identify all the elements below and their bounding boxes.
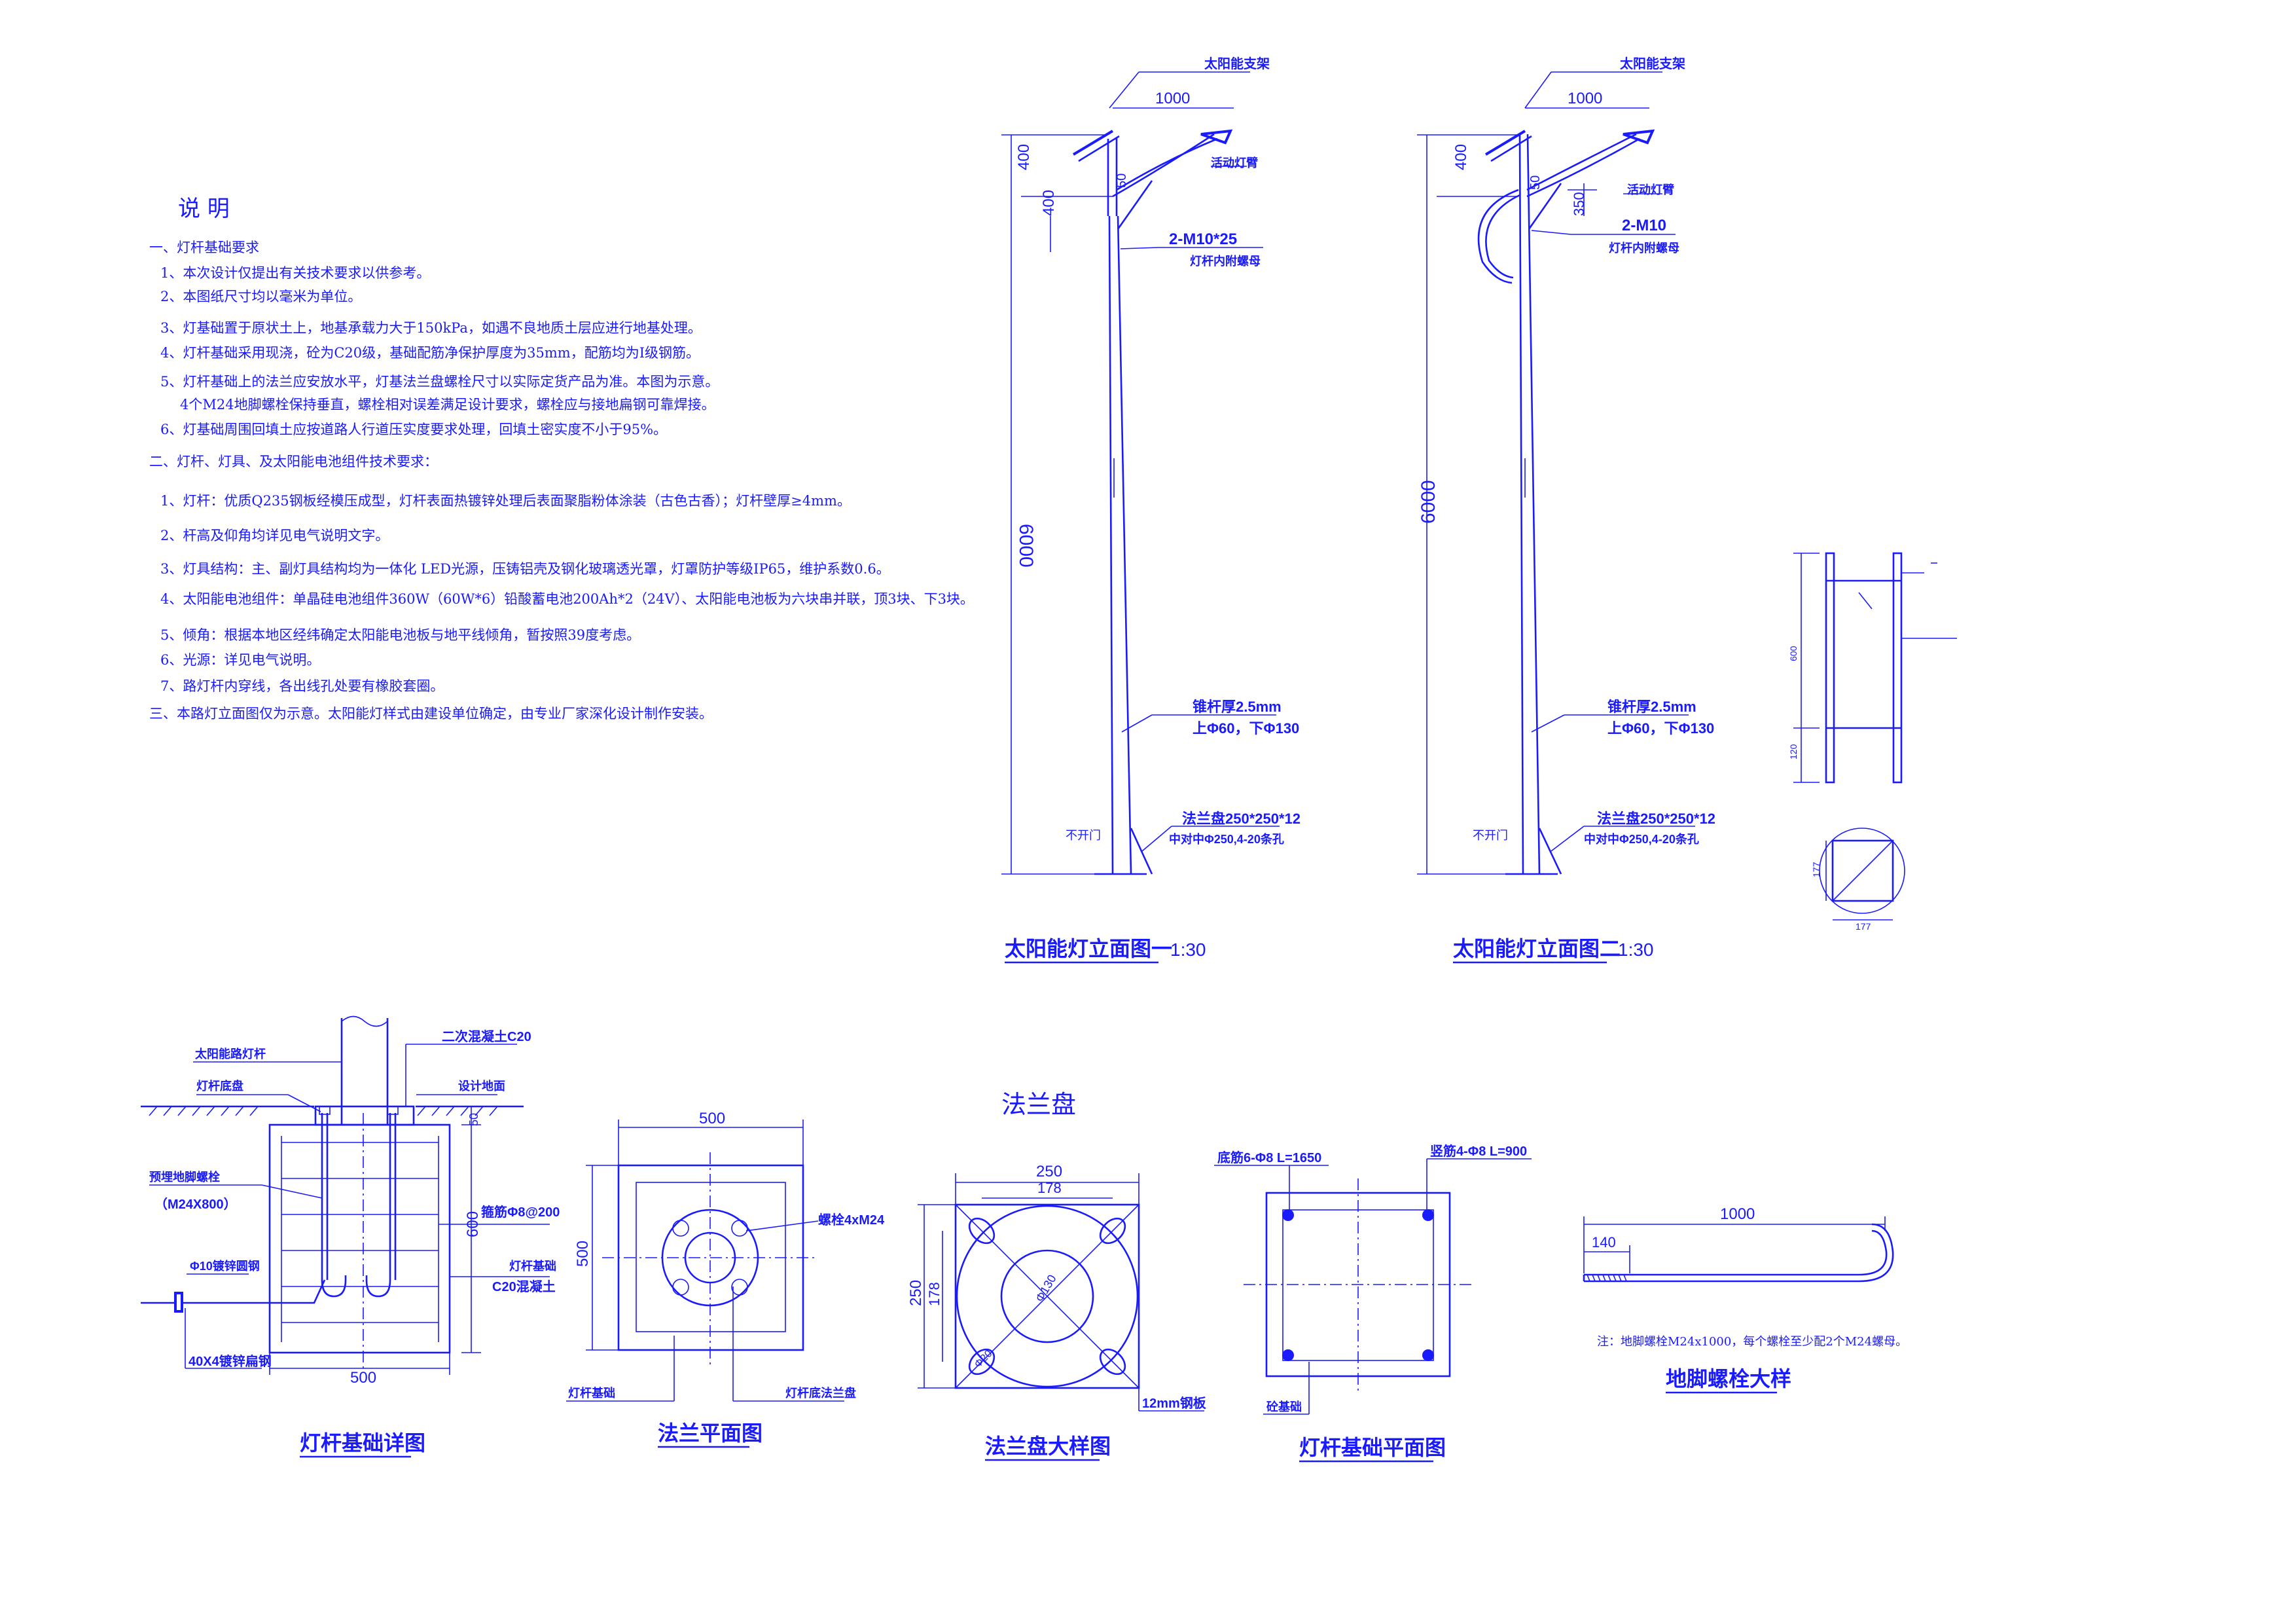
- e1-wall-sub: 上Φ60，下Φ130: [1193, 720, 1299, 737]
- fd-pole-label: 太阳能路灯杆: [195, 1047, 266, 1061]
- fdt-dim-v178: 178: [926, 1282, 942, 1306]
- fd-dim-w: 500: [350, 1369, 376, 1387]
- e2-flange-sub: 中对中Φ250,4-20条孔: [1584, 832, 1699, 846]
- e2-dim-height: 6000: [1418, 480, 1439, 524]
- e2-scale: 1:30: [1618, 939, 1654, 960]
- notes-block: 说 明 一、灯杆基础要求 1、本次设计仅提出有关技术要求以供参考。 2、本图纸尺寸均…: [149, 196, 974, 721]
- e1-scale: 1:30: [1170, 939, 1206, 960]
- e2-flange-label: 法兰盘250*250*12: [1597, 811, 1715, 827]
- notes-line: 4、太阳能电池组件：单晶硅电池组件360W（60W*6）铅酸蓄电池200Ah*2…: [160, 591, 974, 607]
- flange-detail: 250 178 250 178 Φ130 Φ20 12mm钢板 法兰盘大样图: [907, 1163, 1207, 1461]
- fpl-found-label: 砼基础: [1266, 1400, 1302, 1413]
- e1-bolt-sub: 灯杆内附螺母: [1190, 254, 1261, 268]
- e1-lamp-label: 活动灯臂: [1211, 156, 1258, 170]
- e2-dim-small: 50: [1528, 175, 1543, 190]
- fd-found-label: 灯杆基础: [509, 1259, 556, 1273]
- e2-title: 太阳能灯立面图二: [1453, 936, 1621, 961]
- flange-heading: 法兰盘: [1001, 1091, 1076, 1119]
- notes-line: 5、倾角：根据本地区经纬确定太阳能电池板与地平线倾角，暂按照39度考虑。: [160, 627, 640, 643]
- fpl-rebar2: 竖筋4-Φ8 L=900: [1430, 1143, 1527, 1159]
- elevation-1: 400 400 6000 太阳能支架 1000 50 活动灯臂 2-M: [1001, 56, 1300, 964]
- e1-panel-label: 太阳能支架: [1204, 56, 1270, 71]
- fd-bolt-label: 预埋地脚螺栓: [149, 1170, 220, 1184]
- fd-title: 灯杆基础详图: [300, 1431, 425, 1455]
- e1-dim-height: 6000: [1015, 524, 1037, 568]
- fdt-dim-v250: 250: [907, 1280, 925, 1306]
- cage-dim-w: 177: [1811, 862, 1821, 877]
- cage-detail: 600 120 177 177: [1788, 552, 1957, 932]
- notes-line: 二、灯杆、灯具、及太阳能电池组件技术要求：: [149, 454, 438, 469]
- e2-dim-350: 350: [1571, 192, 1587, 216]
- fp-bolt-label: 螺栓4xM24: [818, 1212, 885, 1228]
- fp-flange-label: 灯杆底法兰盘: [785, 1386, 856, 1400]
- e2-lamp-label: 活动灯臂: [1627, 183, 1674, 196]
- notes-line: 2、杆高及仰角均详见电气说明文字。: [160, 528, 389, 543]
- e1-dim-top: 400: [1015, 144, 1033, 170]
- e2-wall-label: 锥杆厚2.5mm: [1607, 699, 1696, 715]
- fpl-rebar1: 底筋6-Φ8 L=1650: [1217, 1150, 1321, 1165]
- notes-line: 3、灯基础置于原状土上，地基承载力大于150kPa，如遇不良地质土层应进行地基处…: [160, 320, 702, 336]
- notes-line: 5、灯杆基础上的法兰应安放水平，灯基法兰盘螺栓尺寸以实际定货产品为准。本图为示意…: [160, 374, 719, 390]
- e2-bolt-sub: 灯杆内附螺母: [1609, 241, 1679, 255]
- e2-wall-sub: 上Φ60，下Φ130: [1607, 720, 1714, 737]
- ab-note: 注：地脚螺栓M24x1000，每个螺栓至少配2个M24螺母。: [1597, 1335, 1907, 1349]
- fdt-dim-178: 178: [1037, 1180, 1062, 1196]
- notes-line: 7、路灯杆内穿线，各出线孔处要有橡胶套圈。: [160, 678, 444, 694]
- fdt-plate: 12mm钢板: [1142, 1395, 1207, 1411]
- e1-dim-arm: 1000: [1155, 90, 1190, 107]
- fd-concrete2: 二次混凝土C20: [442, 1029, 531, 1044]
- e1-flange-sub: 中对中Φ250,4-20条孔: [1169, 832, 1284, 846]
- e1-flange-label: 法兰盘250*250*12: [1182, 811, 1300, 827]
- anchor-bolt-detail: 1000 140 注：地脚螺栓M24x1000，每个螺栓至少配2个M24螺母。 …: [1583, 1205, 1907, 1394]
- fd-dim-top: 50: [467, 1113, 480, 1126]
- notes-line: 3、灯具结构：主、副灯具结构均为一体化 LED光源，压铸铝壳及钢化玻璃透光罩，灯…: [160, 561, 890, 577]
- fp-dim-h: 500: [574, 1241, 592, 1267]
- e2-dim-top: 400: [1452, 144, 1470, 170]
- notes-line: 6、光源：详见电气说明。: [160, 652, 320, 668]
- notes-heading: 说 明: [178, 196, 230, 222]
- notes-line: 6、灯基础周围回填土应按道路人行道压实度要求处理，回填土密实度不小于95%。: [160, 422, 667, 437]
- notes-line: 三、本路灯立面图仅为示意。太阳能灯样式由建设单位确定，由专业厂家深化设计制作安装…: [149, 706, 713, 721]
- fd-stirrup: 箍筋Φ8@200: [481, 1204, 560, 1220]
- foundation-detail: 500 600 50 太阳能路灯杆 灯杆底盘 二次混凝土C20 设计地面 预埋地…: [141, 1015, 560, 1458]
- ab-dim-thread: 140: [1592, 1234, 1616, 1250]
- e2-door-label: 不开门: [1473, 829, 1508, 842]
- notes-line: 2、本图纸尺寸均以毫米为单位。: [160, 289, 361, 304]
- e1-bolt-label: 2-M10*25: [1169, 230, 1237, 248]
- e1-wall-label: 锥杆厚2.5mm: [1193, 699, 1282, 715]
- notes-line: 1、本次设计仅提出有关技术要求以供参考。: [160, 265, 430, 281]
- elevation-2: 400 6000 太阳能支架 1000 50 350 活动灯臂 2-M10: [1417, 56, 1715, 964]
- fd-ground-bar: Φ10镀锌圆钢: [190, 1259, 260, 1273]
- fd-ground: 设计地面: [458, 1079, 505, 1093]
- fd-found-sub: C20混凝土: [492, 1279, 556, 1294]
- fpl-title: 灯杆基础平面图: [1299, 1435, 1446, 1460]
- cage-dim-h: 600: [1788, 646, 1799, 661]
- fdt-title: 法兰盘大样图: [985, 1434, 1111, 1459]
- cage-dim-b: 120: [1788, 744, 1799, 759]
- notes-line: 4、灯杆基础采用现浇，砼为C20级，基础配筋净保护厚度为35mm，配筋均为Ⅰ级钢…: [160, 345, 700, 361]
- e1-door-label: 不开门: [1066, 829, 1101, 842]
- ab-title: 地脚螺栓大样: [1666, 1366, 1791, 1391]
- e1-dim-small: 50: [1115, 173, 1129, 188]
- notes-line: 一、灯杆基础要求: [149, 240, 259, 255]
- ab-dim-total: 1000: [1720, 1205, 1755, 1223]
- fd-bolt-sub: （M24X800）: [154, 1197, 237, 1212]
- fp-dim-w: 500: [699, 1110, 725, 1127]
- fd-flat-steel: 40X4镀锌扁钢: [188, 1353, 272, 1369]
- notes-line: 4个M24地脚螺栓保持垂直，螺栓相对误差满足设计要求，螺栓应与接地扁钢可靠焊接。: [180, 397, 715, 412]
- e2-panel-label: 太阳能支架: [1620, 56, 1685, 71]
- cage-dim-w2: 177: [1856, 921, 1871, 932]
- e2-dim-arm: 1000: [1568, 90, 1602, 107]
- e1-dim-mid: 400: [1040, 190, 1058, 216]
- e2-bolt-label: 2-M10: [1622, 217, 1666, 234]
- fd-base-label: 灯杆底盘: [196, 1079, 243, 1093]
- fp-title: 法兰平面图: [658, 1421, 762, 1446]
- fdt-dim-250: 250: [1036, 1163, 1062, 1180]
- e1-title: 太阳能灯立面图一: [1005, 936, 1172, 961]
- notes-line: 1、灯杆：优质Q235钢板经模压成型，灯杆表面热镀锌处理后表面聚脂粉体涂装（古色…: [160, 493, 851, 509]
- flange-plan: 500 500 螺栓4xM24 灯杆基础 灯杆底法兰盘 法兰平面图: [566, 1110, 885, 1448]
- foundation-plan: 底筋6-Φ8 L=1650 竖筋4-Φ8 L=900 砼基础 灯杆基础平面图: [1214, 1143, 1532, 1463]
- fp-found-label: 灯杆基础: [568, 1386, 615, 1400]
